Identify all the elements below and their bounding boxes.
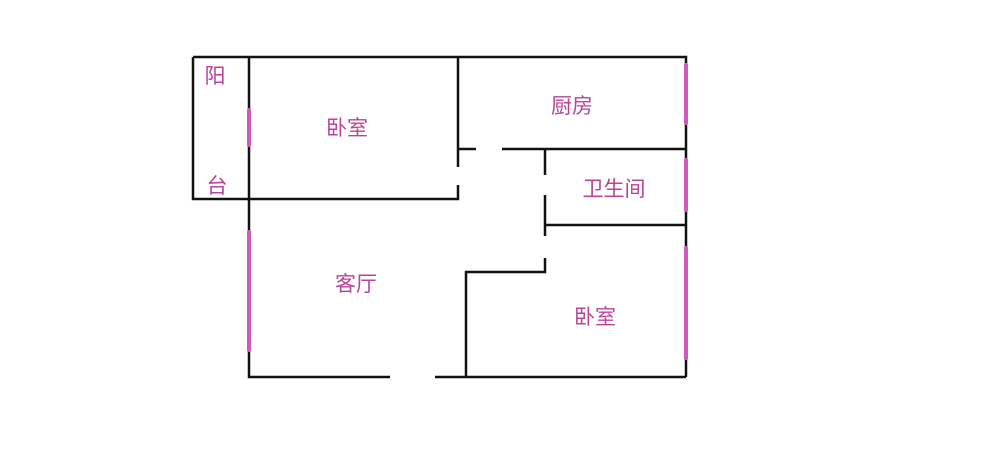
left-bottom-wall xyxy=(247,57,390,379)
living-room-label: 客厅 xyxy=(335,272,377,296)
kitchen-label: 厨房 xyxy=(551,94,593,118)
windows xyxy=(247,63,688,360)
bedroom2-wall xyxy=(464,258,547,377)
balcony-bedroom-wall xyxy=(191,57,460,201)
balcony-label-top: 阳 xyxy=(204,64,226,88)
bathroom-label: 卫生间 xyxy=(582,177,646,201)
bathroom-wall xyxy=(543,149,686,236)
bedroom1-label: 卧室 xyxy=(326,116,368,140)
balcony-label-bottom: 台 xyxy=(206,174,228,198)
bedroom2-label: 卧室 xyxy=(574,305,616,329)
